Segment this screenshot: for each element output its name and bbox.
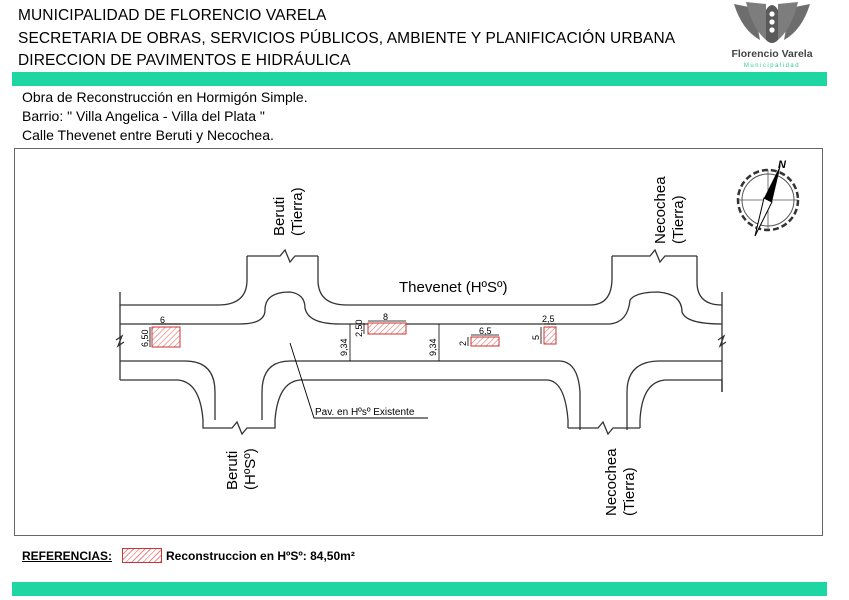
right-break [717,334,727,348]
svg-text:Beruti: Beruti [271,197,288,236]
dim-p3-width: 6,5 [479,326,492,336]
left-break [115,334,125,348]
plan-edge-lines [119,305,723,392]
work-neighborhood: Barrio: " Villa Angelica - Villa del Pla… [22,108,265,124]
dim-p4-height: 5 [531,335,541,340]
svg-text:Necochea: Necochea [603,448,620,516]
beruti-bottom-break [202,420,276,436]
street-label-necochea-top: Necochea (Tierra) [652,176,687,244]
dim-p4-width: 2,5 [542,314,555,324]
dim-p2-height: 2,50 [354,319,364,337]
svg-text:(Tierra): (Tierra) [621,467,638,516]
patch-4 [543,326,557,345]
patch-1 [151,326,181,348]
hatch-swatch-icon [122,548,162,563]
beruti-top-break [247,248,318,264]
dim-p3-height: 2 [458,341,468,346]
dim-p1-height: 6,50 [140,329,150,347]
patch-3 [470,336,500,347]
accent-bar-top [12,72,827,86]
work-title: Obra de Reconstrucción en Hormigón Simpl… [22,89,308,105]
svg-text:(Tierra): (Tierra) [670,195,687,244]
dim-width-a: 9,34 [339,338,349,356]
header-title-municipality: MUNICIPALIDAD DE FLORENCIO VARELA [18,7,327,24]
svg-text:Beruti: Beruti [224,451,241,490]
plan-frame [14,148,823,536]
dim-p2-width: 8 [383,312,388,322]
existing-pavement-leader [289,342,428,419]
outer-bottom-line [120,379,723,428]
street-label-thevenet: Thevenet (HºSº) [399,279,508,296]
existing-pavement-label: Pav. en Hºsº Existente [315,407,415,418]
street-label-beruti-bottom: Beruti (HºSº) [224,448,259,490]
patch-2 [367,322,407,335]
north-label: N [778,159,787,171]
references-title: REFERENCIAS: [22,549,113,563]
svg-text:(HºSº): (HºSº) [242,448,259,490]
street-label-necochea-bottom: Necochea (Tierra) [603,448,638,516]
outer-top-line [119,256,723,306]
curb-top-line [120,291,723,325]
street-label-beruti-top: Beruti (Tierra) [271,187,306,236]
header-title-secretariat: SECRETARIA DE OBRAS, SERVICIOS PÚBLICOS,… [18,30,676,47]
logo-name: Florencio Varela [731,48,812,60]
patches [151,322,557,348]
curb-bottom-line [120,360,722,430]
dimension-lines [149,320,556,361]
work-location: Calle Thevenet entre Beruti y Necochea. [22,127,274,143]
street-outlines [115,248,727,436]
logo-subtitle: Municipalidad [744,63,800,69]
header-title-direction: DIRECCION DE PAVIMENTOS E HIDRÁULICA [18,52,351,69]
svg-text:Necochea: Necochea [652,176,669,244]
dim-width-b: 9,34 [428,338,438,356]
references-text: Reconstruccion en HºSº: 84,50m² [166,549,355,563]
svg-text:(Tierra): (Tierra) [289,187,306,236]
necochea-bottom-break [568,420,640,436]
dim-p1-width: 6 [160,315,165,325]
logo-emblem-icon: Florencio Varela Municipalidad [731,2,813,69]
municipality-logo: Florencio Varela Municipalidad [722,0,822,70]
north-arrow-icon: N [736,159,800,237]
plan-labels: 6 6,50 8 2,50 6,5 2 2,5 5 9,34 9,34 Thev… [140,176,687,516]
necochea-top-break [612,248,697,264]
accent-bar-bottom [12,582,827,596]
